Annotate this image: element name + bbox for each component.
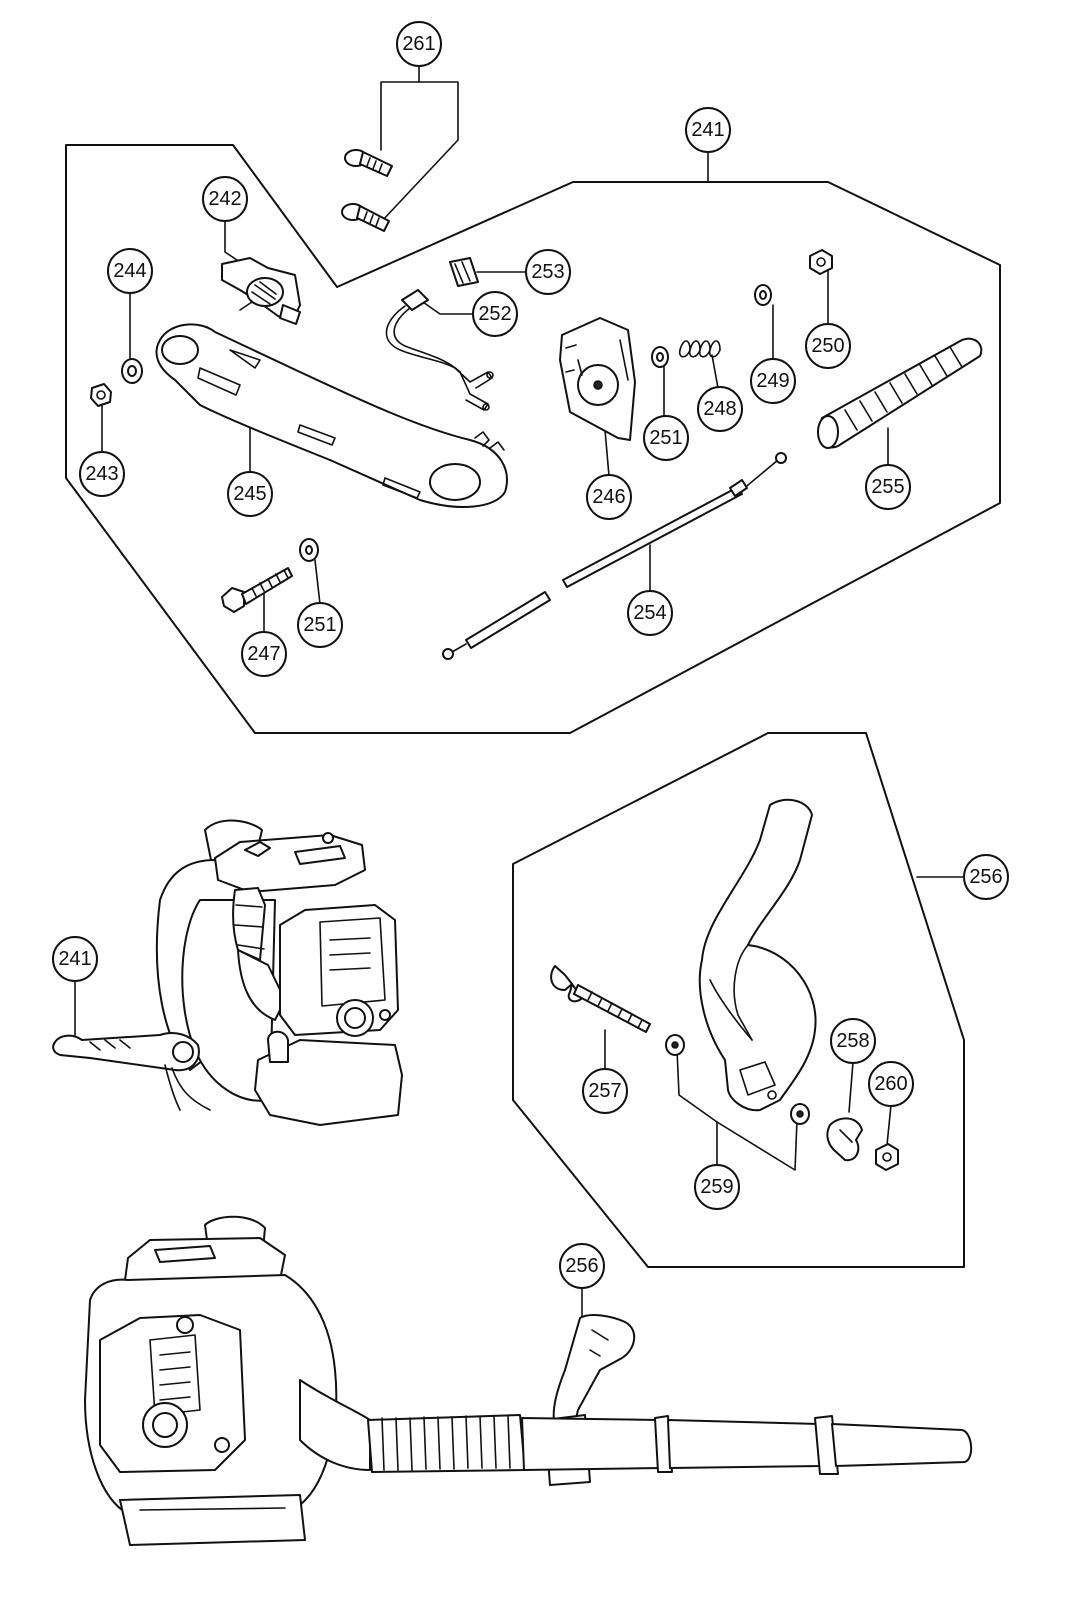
svg-text:259: 259 <box>700 1176 733 1198</box>
svg-text:249: 249 <box>756 370 789 392</box>
callout-248: 248 <box>697 386 743 432</box>
svg-text:257: 257 <box>588 1080 621 1102</box>
callout-249: 249 <box>750 358 796 404</box>
nut-243 <box>90 383 112 407</box>
callout-261: 261 <box>396 21 442 67</box>
svg-text:246: 246 <box>592 486 625 508</box>
svg-text:256: 256 <box>969 866 1002 888</box>
callout-258: 258 <box>830 1018 876 1064</box>
svg-text:252: 252 <box>478 303 511 325</box>
callout-260: 260 <box>868 1061 914 1107</box>
bolt-247 <box>221 567 293 613</box>
control-arm-245 <box>155 323 508 508</box>
svg-text:241: 241 <box>691 119 724 141</box>
svg-text:250: 250 <box>811 335 844 357</box>
svg-text:251: 251 <box>649 427 682 449</box>
svg-text:254: 254 <box>633 602 666 624</box>
wing-nut-258 <box>826 1117 863 1162</box>
handle-256 <box>698 798 817 1112</box>
svg-text:251: 251 <box>303 614 336 636</box>
callout-256: 256 <box>963 854 1009 900</box>
callout-242: 242 <box>202 176 248 222</box>
callout-245: 245 <box>227 471 273 517</box>
callout-252: 252 <box>472 291 518 337</box>
callout-259: 259 <box>694 1164 740 1210</box>
wing-bolt-257 <box>550 965 651 1033</box>
svg-text:243: 243 <box>85 463 118 485</box>
svg-text:253: 253 <box>531 261 564 283</box>
group-241-outline <box>65 144 1001 734</box>
svg-text:245: 245 <box>233 483 266 505</box>
washer-249 <box>754 284 772 306</box>
svg-text:242: 242 <box>208 188 241 210</box>
callout-254: 254 <box>627 590 673 636</box>
blower-assembly-view-bottom <box>84 1215 973 1546</box>
callout-247: 247 <box>241 631 287 677</box>
svg-text:261: 261 <box>402 33 435 55</box>
svg-text:247: 247 <box>247 643 280 665</box>
callout-251: 251 <box>643 415 689 461</box>
flange-bolts-261 <box>341 149 393 232</box>
svg-text:248: 248 <box>703 398 736 420</box>
nut-250 <box>809 249 833 275</box>
callout-256: 256 <box>559 1243 605 1289</box>
svg-text:255: 255 <box>871 476 904 498</box>
spring-248 <box>678 340 721 358</box>
svg-text:241: 241 <box>58 948 91 970</box>
svg-text:244: 244 <box>113 260 146 282</box>
callout-241: 241 <box>685 107 731 153</box>
throttle-cable-254 <box>442 452 787 660</box>
callout-251: 251 <box>297 602 343 648</box>
callouts: 261 241 242 244 253 252 250 249 248 251 … <box>52 21 1009 1289</box>
callout-243: 243 <box>79 451 125 497</box>
callout-244: 244 <box>107 248 153 294</box>
clip-253 <box>449 257 479 287</box>
wire-harness-252 <box>385 289 494 411</box>
throttle-body-246 <box>559 317 636 441</box>
washer-251-lower <box>299 538 319 562</box>
callout-246: 246 <box>586 474 632 520</box>
callout-257: 257 <box>582 1068 628 1114</box>
blower-assembly-view-top <box>52 819 403 1126</box>
washers-259 <box>665 1034 810 1125</box>
washer-251-upper <box>651 346 669 368</box>
svg-text:256: 256 <box>565 1255 598 1277</box>
callout-250: 250 <box>805 323 851 369</box>
svg-text:258: 258 <box>836 1030 869 1052</box>
group-256-outline <box>512 732 965 1268</box>
grip-sleeve-255 <box>817 337 983 449</box>
stop-switch-242 <box>221 257 301 325</box>
callout-255: 255 <box>865 464 911 510</box>
callout-241: 241 <box>52 936 98 982</box>
washer-244 <box>121 358 143 384</box>
nut-260 <box>875 1143 899 1171</box>
callout-253: 253 <box>525 249 571 295</box>
svg-text:260: 260 <box>874 1073 907 1095</box>
